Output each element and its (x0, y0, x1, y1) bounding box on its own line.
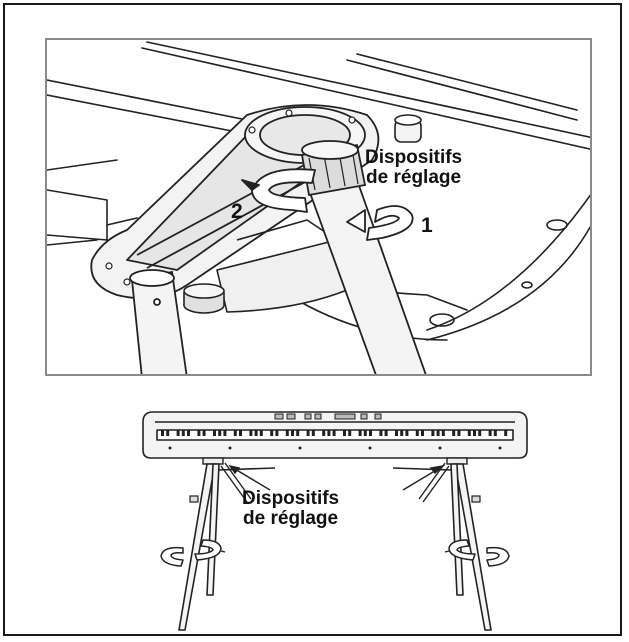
detail-illustration-panel: Dispositifs de réglage 1 2 (45, 38, 592, 376)
adjusters-overview-line2: de réglage (243, 507, 339, 529)
keyboard-on-stand-illustration (142, 411, 528, 631)
step-number-2: 2 (231, 200, 243, 223)
overview-illustration-panel: Dispositifs de réglage (135, 400, 535, 635)
adjusters-overview-label: Dispositifs de réglage (242, 489, 339, 529)
adjusters-label-line1: Dispositifs (365, 147, 463, 168)
adjusters-overview-line1: Dispositifs (242, 488, 340, 509)
adjusters-label-line2: de réglage (366, 166, 462, 188)
document-frame: Dispositifs de réglage 1 2 (3, 3, 622, 636)
stand-underside-illustration (47, 41, 590, 374)
adjusters-callout-label: Dispositifs de réglage (365, 148, 462, 188)
step-number-1: 1 (421, 214, 433, 237)
